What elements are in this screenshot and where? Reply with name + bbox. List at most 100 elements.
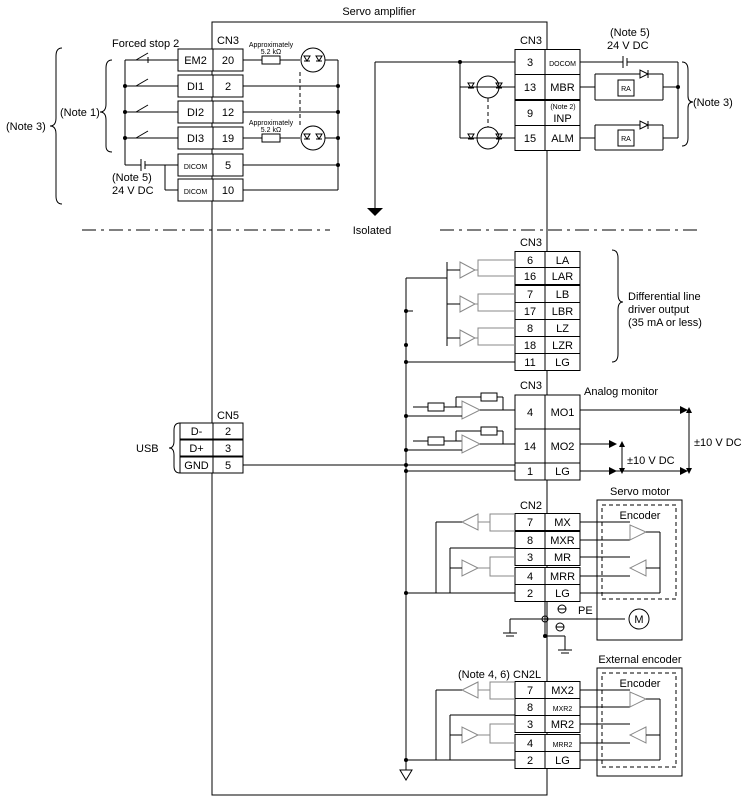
pin-number: 14 (524, 441, 536, 453)
signal-name: LG (555, 357, 570, 369)
cn3-analog-label: CN3 (520, 380, 542, 392)
cn2-label: CN2 (520, 500, 542, 512)
signal-name: DI3 (187, 133, 204, 145)
cn3-left-label: CN3 (217, 35, 239, 47)
input-internal-circuit: Approximately 5.2 kΩ Approximately 5.2 k… (243, 42, 340, 191)
pe-ground-circuit (503, 602, 650, 654)
signal-name: LZR (552, 340, 573, 352)
approx-resistor-1: Approximately (249, 42, 294, 49)
pin-number: 15 (524, 133, 536, 145)
approx-resistor-2-val: 5.2 kΩ (261, 127, 281, 134)
cell (212, 422, 244, 440)
pin-number: 2 (527, 588, 533, 600)
signal-name: ALM (551, 133, 574, 145)
input-switch-wiring (123, 52, 178, 191)
analog-monitor-label: Analog monitor (584, 386, 658, 398)
signal-name: MXR (550, 535, 575, 547)
relay-2-label: RA (621, 136, 631, 143)
cell (514, 74, 546, 100)
note2-label: (Note 2) (550, 104, 575, 111)
external-encoder-box (596, 667, 683, 777)
pin-number: 7 (527, 685, 533, 697)
cn3-output-row: 15 ALM (514, 125, 581, 151)
v24-left-label: 24 V DC (112, 185, 154, 197)
note3-right-label: (Note 3) (693, 97, 733, 109)
signal-name: LBR (552, 306, 573, 318)
note1-label: (Note 1) (60, 107, 100, 119)
signal-name: DOCOM (549, 61, 576, 68)
approx-resistor-2: Approximately (249, 120, 294, 127)
brace-usb (168, 422, 181, 474)
brace-diff-output (611, 249, 624, 363)
signal-name: LA (556, 255, 570, 267)
cn3-encoder-row: 6 LA (514, 251, 581, 269)
cn3-encoder-row: 11 LG (514, 353, 581, 371)
approx-resistor-1-val: 5.2 kΩ (261, 49, 281, 56)
cell (544, 74, 581, 100)
cell (544, 125, 581, 151)
pin-number: 13 (524, 82, 536, 94)
cn3-encoder-row: 18 LZR (514, 336, 581, 354)
signal-name: MX2 (551, 685, 574, 697)
signal-name: MR (554, 552, 571, 564)
relay-1-label: RA (621, 86, 631, 93)
pin-number: 16 (524, 271, 536, 283)
pm10v-mo1-label: ±10 V DC (694, 437, 742, 449)
cell (514, 100, 546, 126)
cn5-row: D- 2 (179, 422, 244, 440)
signal-name: MBR (550, 82, 575, 94)
cn3-analog-row: 14 MO2 (514, 428, 581, 464)
signal-name: EM2 (184, 55, 207, 67)
signal-name: MO2 (551, 441, 575, 453)
signal-name: MRR (550, 571, 575, 583)
cn2l-row: 7 MX2 (514, 681, 581, 699)
servo-motor-label: Servo motor (610, 486, 670, 498)
cn2-row: 2 LG (514, 584, 581, 602)
signal-name: GND (184, 460, 209, 472)
pin-number: 6 (527, 255, 533, 267)
cn2-row: 3 MR (514, 548, 581, 566)
cn3-right-label: CN3 (520, 35, 542, 47)
cell (544, 394, 581, 430)
diff-output-line3: (35 mA or less) (628, 317, 702, 329)
pin-number: 11 (524, 357, 535, 369)
pin-number: 3 (527, 552, 533, 564)
usb-label: USB (136, 443, 159, 455)
pin-number: 10 (222, 185, 234, 197)
pin-number: 2 (225, 426, 231, 438)
pm10v-mo2-label: ±10 V DC (627, 455, 675, 467)
isolated-label: Isolated (353, 225, 392, 237)
external-encoder-inner-label: Encoder (620, 678, 661, 690)
brace-note3-right (681, 61, 694, 147)
analog-amp-circuit (406, 392, 515, 454)
signal-name: LG (555, 588, 570, 600)
cn5-label: CN5 (217, 410, 239, 422)
signal-name: D- (191, 426, 203, 438)
pin-number: 20 (222, 55, 234, 67)
signal-name: MXR2 (553, 706, 573, 713)
cn2-row: 4 MRR (514, 567, 581, 585)
pin-number: 4 (527, 571, 533, 583)
note3-left-label: (Note 3) (6, 121, 46, 133)
diff-output-line2: driver output (628, 304, 689, 316)
signal-name: DICOM (184, 164, 208, 171)
pin-number: 3 (225, 443, 231, 455)
servo-amplifier-title: Servo amplifier (342, 6, 416, 18)
output-external-circuit: RA RA (580, 56, 680, 151)
pin-number: 2 (225, 81, 231, 93)
servo-encoder-box (601, 504, 677, 600)
cell (544, 267, 581, 285)
pin-number: 7 (527, 289, 533, 301)
pin-number: 18 (524, 340, 536, 352)
cell (544, 353, 581, 371)
motor-symbol: M (634, 614, 643, 626)
